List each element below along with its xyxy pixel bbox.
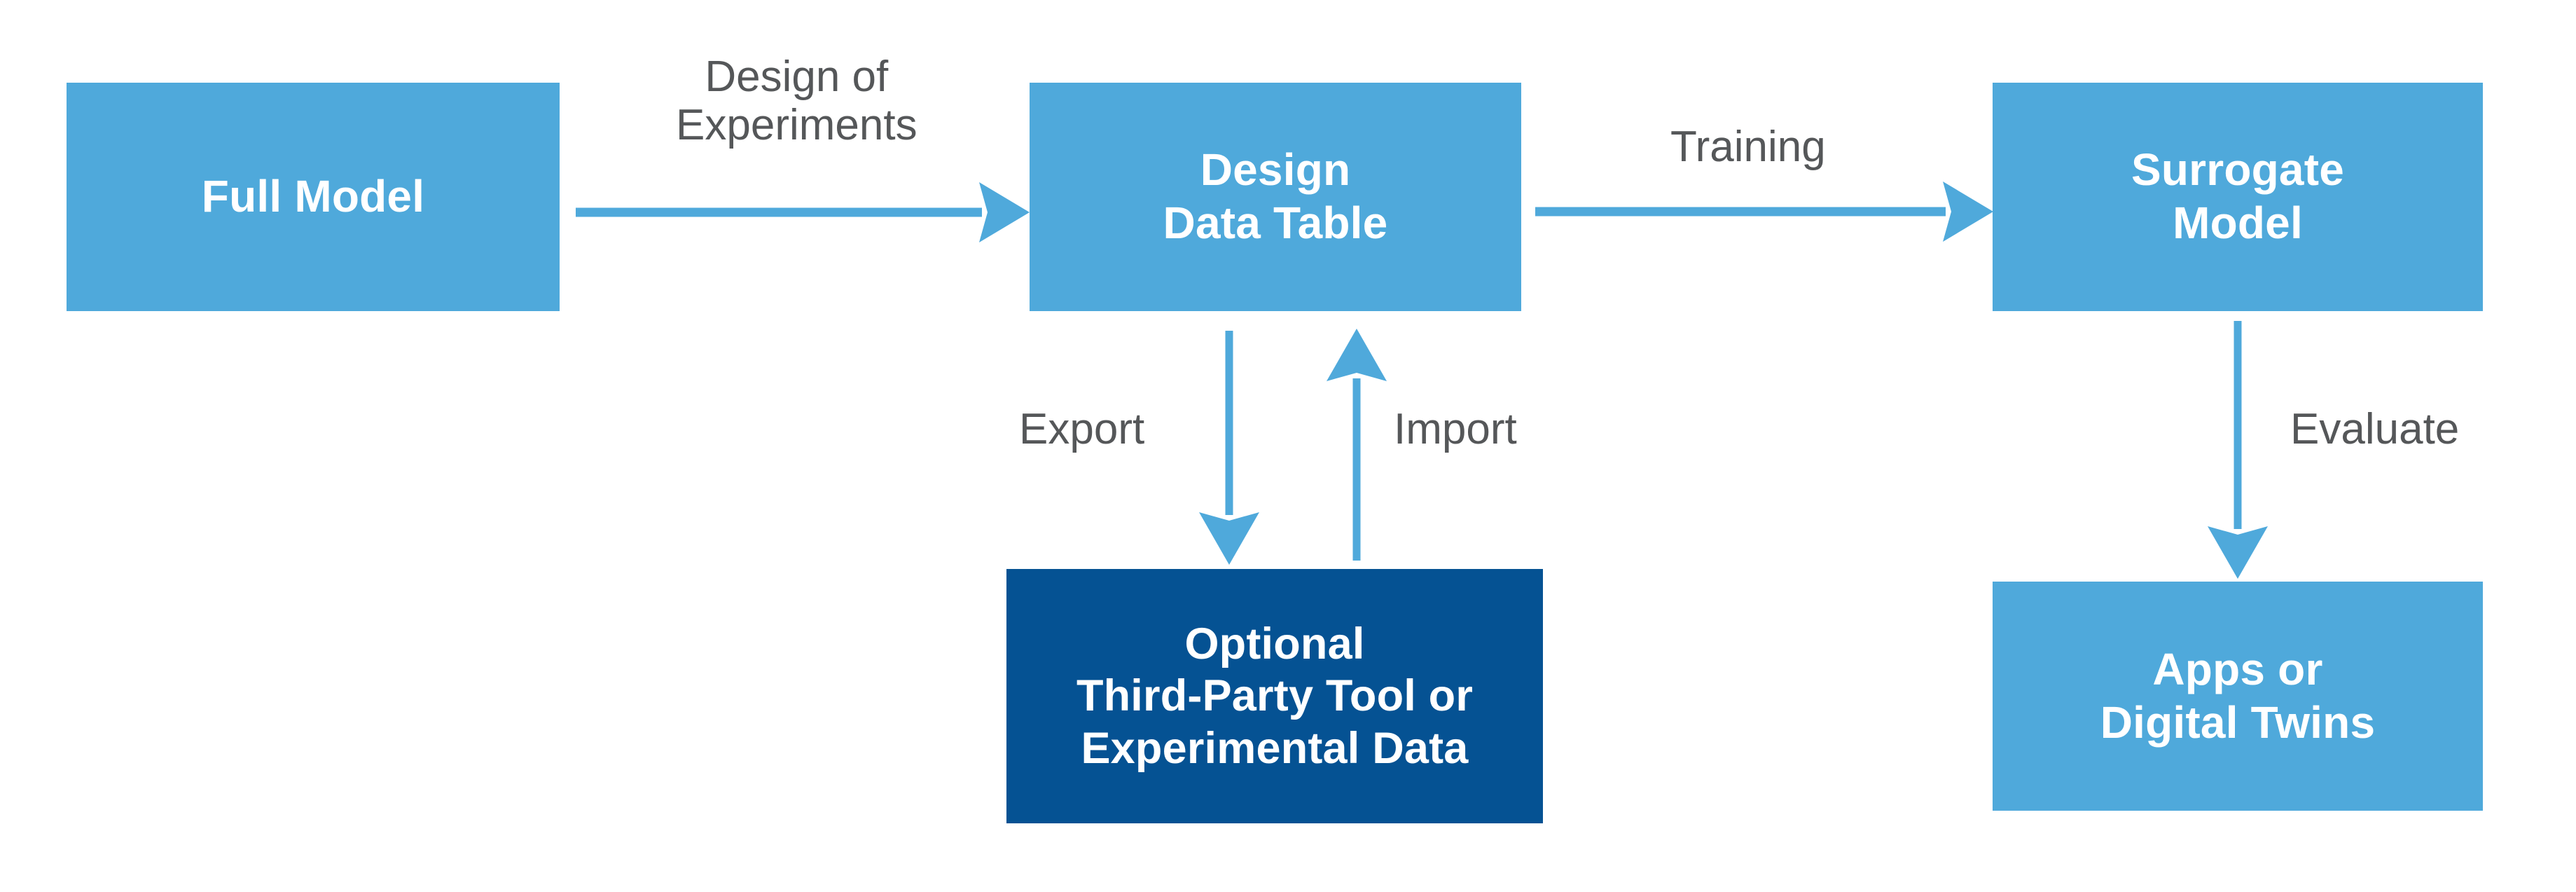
node-optional-third-party-tool[interactable]: Optional Third-Party Tool or Experimenta… — [1006, 569, 1543, 823]
edge-label-evaluate: Evaluate — [2290, 405, 2460, 453]
node-apps-or-digital-twins-label: Apps or Digital Twins — [2100, 643, 2376, 748]
arrow-export — [1199, 331, 1259, 565]
node-surrogate-model-label: Surrogate Model — [2131, 144, 2345, 248]
arrow-training — [1535, 181, 1993, 242]
arrow-import — [1327, 329, 1387, 561]
edge-label-design-of-experiments: Design of Experiments — [676, 53, 917, 150]
node-optional-third-party-tool-label: Optional Third-Party Tool or Experimenta… — [1076, 619, 1474, 773]
arrow-evaluate — [2208, 321, 2268, 579]
node-surrogate-model[interactable]: Surrogate Model — [1993, 83, 2483, 311]
edge-label-export: Export — [1019, 405, 1145, 453]
node-full-model[interactable]: Full Model — [67, 83, 560, 311]
edge-label-training: Training — [1670, 123, 1826, 171]
arrow-design-of-experiments — [576, 182, 1030, 242]
node-design-data-table-label: Design Data Table — [1163, 144, 1388, 248]
node-apps-or-digital-twins[interactable]: Apps or Digital Twins — [1993, 582, 2483, 811]
node-full-model-label: Full Model — [201, 171, 425, 222]
edge-label-import: Import — [1394, 405, 1517, 453]
node-design-data-table[interactable]: Design Data Table — [1030, 83, 1521, 311]
